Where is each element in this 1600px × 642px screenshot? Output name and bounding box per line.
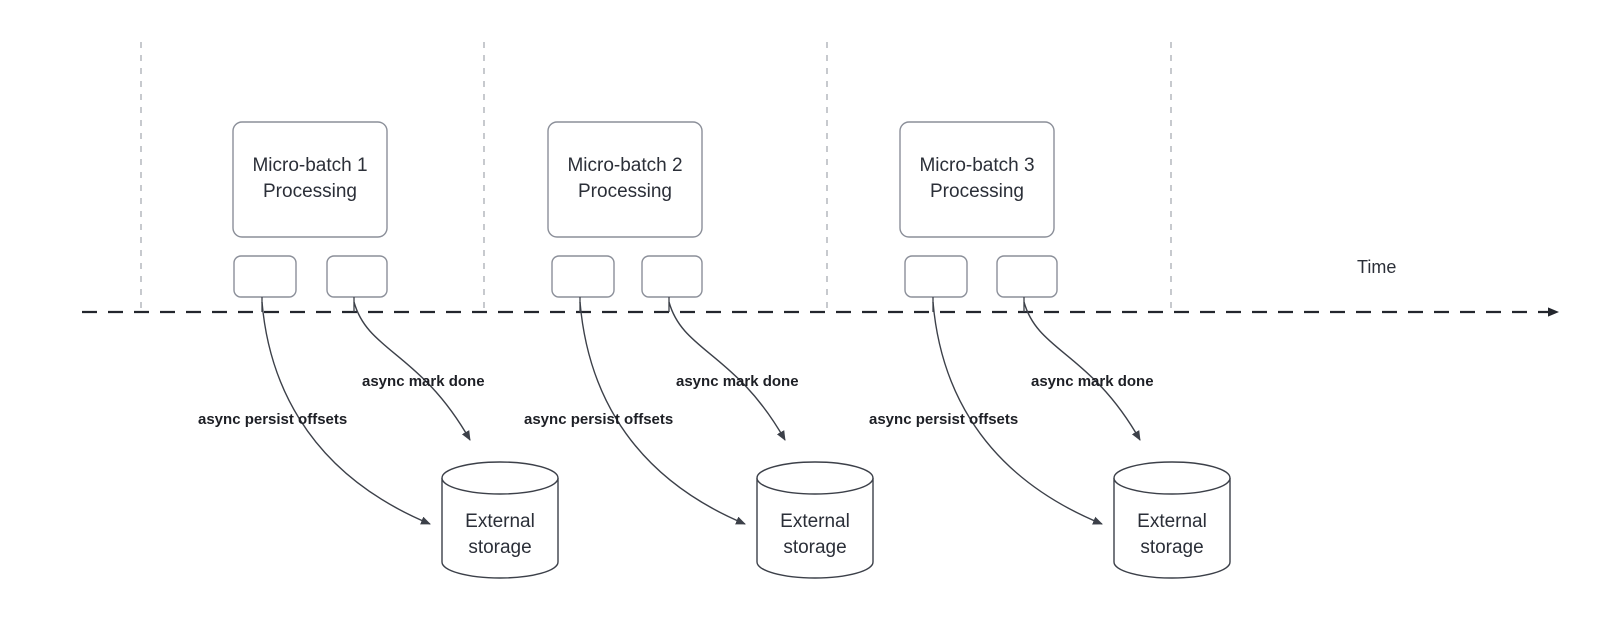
persist-label-2: async persist offsets (524, 411, 673, 428)
task-box-3-mark[interactable] (996, 255, 1058, 298)
time-axis: Time (82, 257, 1559, 317)
storage-cylinder-3-top (1113, 461, 1231, 495)
time-axis-label: Time (1357, 257, 1396, 277)
storage-cylinder-2-top (756, 461, 874, 495)
process-box-2[interactable] (547, 121, 703, 238)
storage-cylinder-3-line2: storage (1140, 537, 1203, 558)
process-box-1[interactable] (232, 121, 388, 238)
storage-cylinder-1[interactable]: External storage (441, 461, 559, 579)
storage-cylinder-3-body (1113, 478, 1231, 579)
mark-arrow-1 (353, 301, 471, 441)
group-2: Micro-batch 2 Processing async persist o… (524, 121, 874, 579)
tick-lines (140, 42, 1172, 312)
mark-arrow-2 (668, 301, 786, 441)
persist-label-1: async persist offsets (198, 411, 347, 428)
process-box-2-line2: Processing (578, 181, 672, 202)
persist-label-3: async persist offsets (869, 411, 1018, 428)
storage-cylinder-2-line1: External (780, 511, 850, 532)
process-box-3[interactable] (899, 121, 1055, 238)
persist-arrow-1 (261, 301, 431, 525)
persist-arrow-3 (932, 301, 1103, 525)
storage-cylinder-2[interactable]: External storage (756, 461, 874, 579)
group-1: Micro-batch 1 Processing async persist o… (198, 121, 559, 579)
storage-cylinder-1-line1: External (465, 511, 535, 532)
mark-arrow-3 (1023, 301, 1141, 441)
storage-cylinder-1-body (441, 478, 559, 579)
mark-label-2: async mark done (676, 373, 799, 390)
process-box-3-line2: Processing (930, 181, 1024, 202)
task-box-1-persist[interactable] (233, 255, 297, 298)
storage-cylinder-3-line1: External (1137, 511, 1207, 532)
task-box-2-persist[interactable] (551, 255, 615, 298)
task-box-2-mark[interactable] (641, 255, 703, 298)
storage-cylinder-3[interactable]: External storage (1113, 461, 1231, 579)
persist-arrow-2 (579, 301, 746, 525)
process-box-1-line1: Micro-batch 1 (252, 155, 367, 176)
task-box-1-mark[interactable] (326, 255, 388, 298)
process-box-1-line2: Processing (263, 181, 357, 202)
mark-label-1: async mark done (362, 373, 485, 390)
storage-cylinder-1-line2: storage (468, 537, 531, 558)
storage-cylinder-1-top (441, 461, 559, 495)
process-box-2-line1: Micro-batch 2 (567, 155, 682, 176)
process-box-3-line1: Micro-batch 3 (919, 155, 1034, 176)
storage-cylinder-2-line2: storage (783, 537, 846, 558)
mark-label-3: async mark done (1031, 373, 1154, 390)
task-box-3-persist[interactable] (904, 255, 968, 298)
group-3: Micro-batch 3 Processing async persist o… (869, 121, 1231, 579)
storage-cylinder-2-body (756, 478, 874, 579)
